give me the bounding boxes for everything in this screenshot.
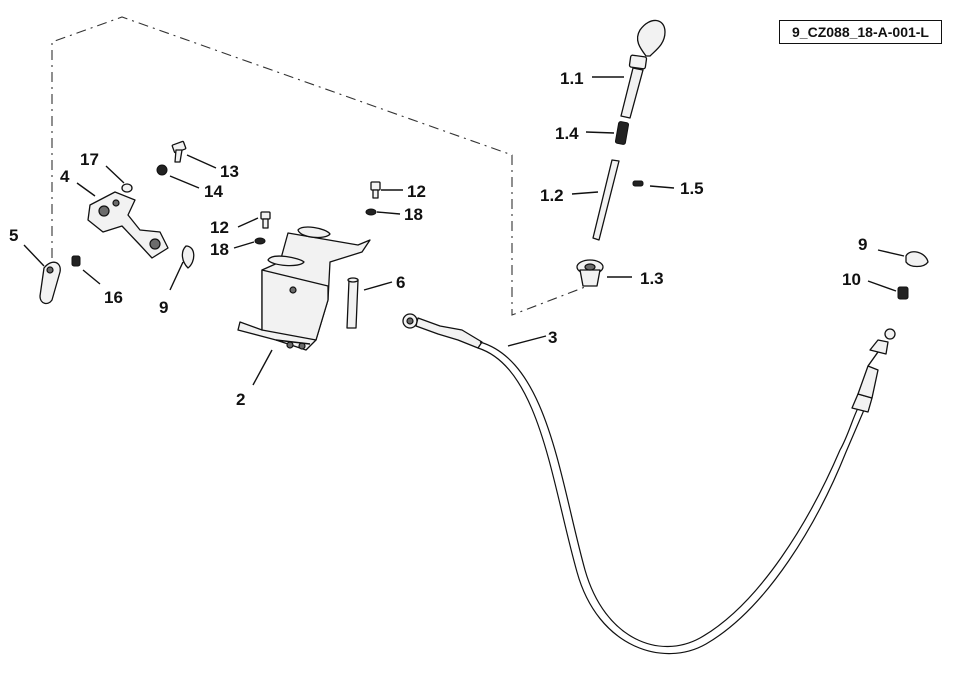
pin-10 — [897, 286, 909, 300]
callout-10: 10 — [842, 270, 861, 289]
callout-14: 14 — [204, 182, 223, 201]
reference-code-box: 9_CZ088_18-A-001-L — [779, 20, 942, 44]
callout-6: 6 — [396, 273, 405, 292]
callout-3: 3 — [548, 328, 557, 347]
bolt-12-lower — [260, 211, 271, 229]
leader-lines — [23, 76, 905, 386]
callout-1-4: 1.4 — [555, 124, 579, 143]
bracket-2 — [237, 226, 371, 351]
bushing-1-3 — [576, 259, 604, 287]
nut-18-upper — [365, 208, 377, 216]
shift-cable-3 — [402, 313, 896, 655]
callout-12-upper: 12 — [407, 182, 426, 201]
shift-knob-lever-1-1 — [620, 19, 666, 119]
spring-1-4 — [614, 121, 630, 145]
bolt-12-upper — [370, 181, 381, 199]
callout-16: 16 — [104, 288, 123, 307]
callout-9-right: 9 — [858, 235, 867, 254]
assembly-boundary-dashed — [51, 16, 586, 316]
standoff-6 — [346, 277, 359, 329]
nut-14 — [156, 164, 168, 176]
callout-1-3: 1.3 — [640, 269, 664, 288]
callout-17: 17 — [80, 150, 99, 169]
callout-18-upper: 18 — [404, 205, 423, 224]
rod-1-2 — [592, 159, 620, 241]
nut-18-lower — [254, 237, 266, 245]
callout-1-5: 1.5 — [680, 179, 704, 198]
clip-9-left — [181, 245, 195, 269]
clip-17 — [121, 183, 133, 193]
lever-arm-4 — [87, 191, 169, 259]
callout-5: 5 — [9, 226, 18, 245]
callout-1-2: 1.2 — [540, 186, 564, 205]
pin-1-5 — [632, 180, 644, 187]
callout-12-lower: 12 — [210, 218, 229, 237]
clip-9-right — [905, 251, 929, 268]
callout-13: 13 — [220, 162, 239, 181]
callout-9-left: 9 — [159, 298, 168, 317]
bolt-13 — [171, 140, 187, 163]
callout-1-1: 1.1 — [560, 69, 584, 88]
clip-5 — [39, 261, 61, 305]
callout-4: 4 — [60, 167, 70, 186]
callout-2: 2 — [236, 390, 245, 409]
callout-18-lower: 18 — [210, 240, 229, 259]
spring-16 — [71, 255, 81, 267]
